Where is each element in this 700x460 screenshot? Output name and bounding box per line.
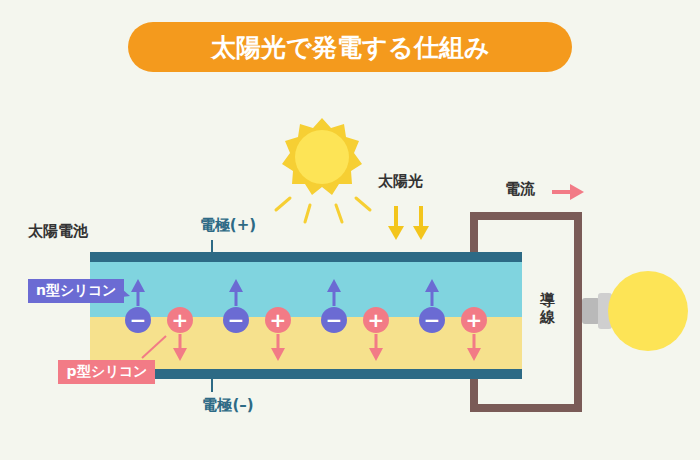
charge-circle: + [363, 307, 389, 333]
charge-circle: + [167, 307, 193, 333]
label: 導線 [540, 292, 555, 325]
title-text: 太陽光で発電する仕組み [211, 31, 490, 64]
charge-circle: − [321, 307, 347, 333]
charge-sign: − [130, 310, 147, 330]
charge-sign: − [424, 310, 441, 330]
charge-circle: − [419, 307, 445, 333]
carrier-arrows [131, 279, 481, 361]
sunlight-arrows [388, 206, 429, 240]
charge-sign: + [270, 310, 287, 330]
n-layer [90, 262, 522, 317]
current-arrow [552, 184, 584, 200]
p-type-tag: p型シリコン [58, 360, 155, 384]
label-text: 電極(–) [202, 396, 253, 414]
charge-sign: + [466, 310, 483, 330]
sun-rays [276, 198, 370, 222]
label: 電極(–) [202, 396, 253, 415]
charge-sign: + [368, 310, 385, 330]
label: 太陽電池 [28, 222, 88, 241]
light-bulb [582, 271, 688, 351]
label-text: 導線 [540, 292, 555, 325]
label-text: 電流 [505, 180, 535, 198]
label-text: 電極(+) [200, 216, 256, 234]
tag-text: n型シリコン [36, 282, 116, 300]
title-pill: 太陽光で発電する仕組み [128, 22, 572, 72]
label-text: 太陽電池 [28, 222, 88, 240]
charge-circle: + [265, 307, 291, 333]
charge-circle: − [223, 307, 249, 333]
charge-circle: + [461, 307, 487, 333]
n-type-tag: n型シリコン [28, 279, 124, 303]
charge-sign: − [228, 310, 245, 330]
leader-line [142, 336, 166, 358]
charge-circle: − [125, 307, 151, 333]
label-text: 太陽光 [378, 172, 423, 190]
label: 電流 [505, 180, 535, 199]
electrode-top [90, 252, 522, 262]
tag-text: p型シリコン [66, 363, 146, 381]
charge-sign: − [326, 310, 343, 330]
leader-line [211, 240, 213, 252]
label: 電極(+) [200, 216, 256, 235]
leader-line [211, 379, 213, 392]
charge-sign: + [172, 310, 189, 330]
sun [282, 118, 362, 195]
label: 太陽光 [378, 172, 423, 191]
